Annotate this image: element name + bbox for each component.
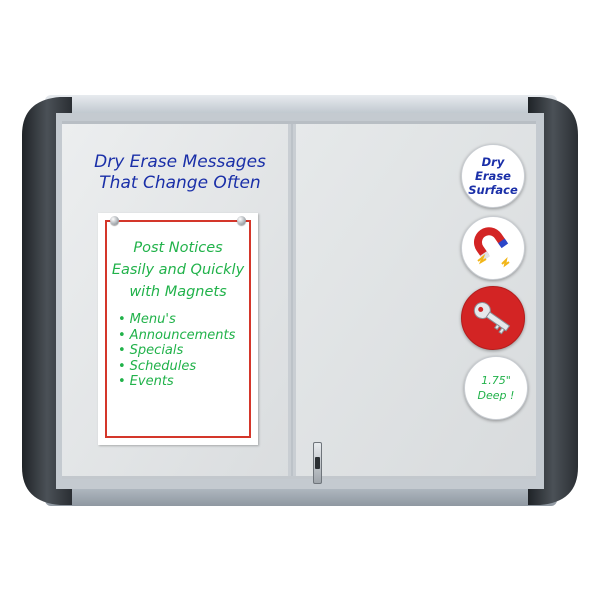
magnet-left-icon <box>110 216 119 225</box>
bullet-item: Events <box>118 374 235 390</box>
badge-depth-line-2: Deep ! <box>477 389 515 402</box>
notice-title-line-1: Post Notices <box>133 240 223 256</box>
notice-title: Post Notices Easily and Quickly with Mag… <box>98 237 258 303</box>
lock-keyhole <box>315 457 320 469</box>
notice-bullet-list: Menu's Announcements Specials Schedules … <box>118 312 236 390</box>
dry-erase-surface-badge: Dry Erase Surface <box>461 144 525 208</box>
dry-erase-headline: Dry Erase Messages That Change Often <box>80 152 280 194</box>
magnet-right-icon <box>237 216 246 225</box>
lock-key-badge <box>461 286 525 350</box>
headline-line-2: That Change Often <box>99 173 261 193</box>
badge-dry-erase-line-1: Dry Erase <box>475 155 511 183</box>
notice-title-line-2: Easily and Quickly <box>111 262 245 278</box>
door-lock[interactable] <box>313 442 322 484</box>
horseshoe-magnet-icon <box>473 227 510 268</box>
headline-line-1: Dry Erase Messages <box>94 152 266 172</box>
notice-title-line-3: with Magnets <box>129 284 227 300</box>
bullet-item: Menu's <box>118 312 235 328</box>
bullet-item: Schedules <box>118 359 235 375</box>
badge-dry-erase-line-2: Surface <box>468 183 518 197</box>
key-icon <box>473 302 511 335</box>
magnetic-badge <box>461 216 525 280</box>
bullet-item: Specials <box>118 343 235 359</box>
bullet-item: Announcements <box>118 328 236 344</box>
badge-depth-line-1: 1.75" <box>481 374 511 387</box>
posted-notice-paper: Post Notices Easily and Quickly with Mag… <box>98 213 258 445</box>
depth-badge: 1.75" Deep ! <box>464 356 528 420</box>
notice-red-border <box>105 220 251 438</box>
